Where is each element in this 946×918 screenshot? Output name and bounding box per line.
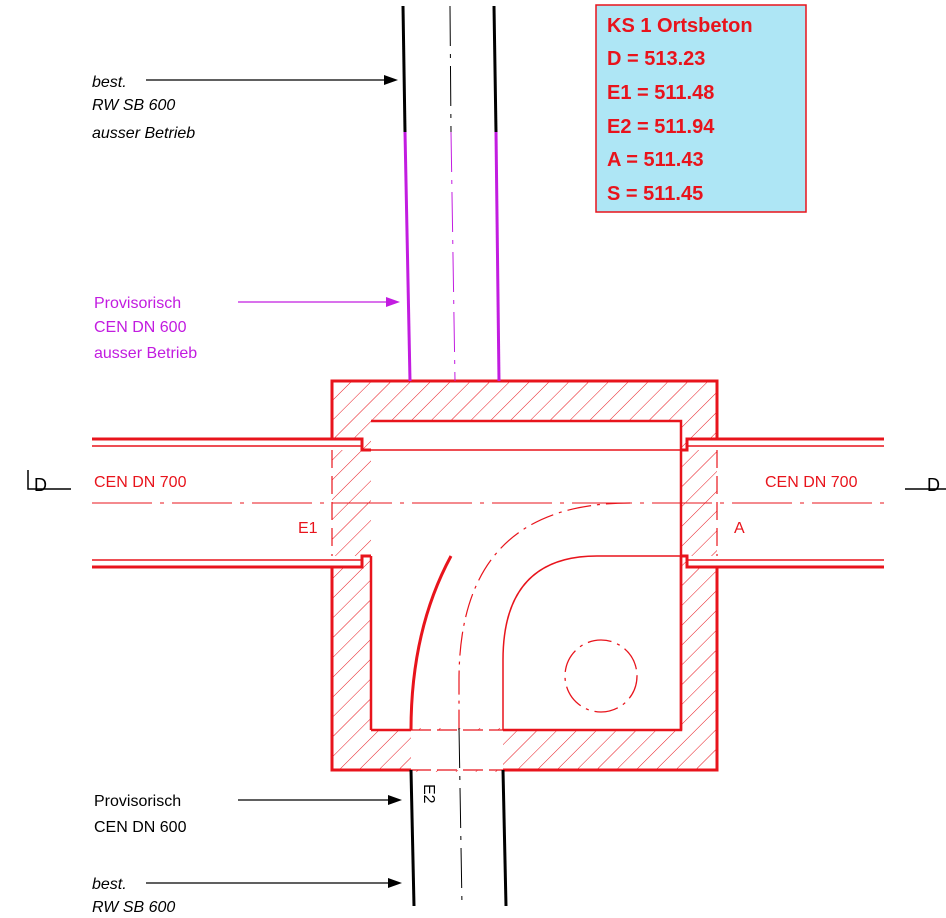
label-top-existing-3: ausser Betrieb: [92, 125, 195, 142]
label-provisional-top-1: Provisorisch: [94, 295, 181, 312]
section-marker-left: [27, 470, 71, 490]
label-bottom-existing-2: RW SB 600: [92, 899, 175, 916]
leader-top-existing: [146, 75, 398, 85]
label-pipe-right: CEN DN 700: [765, 474, 858, 491]
info-line-d: D = 513.23: [607, 48, 705, 70]
label-section-right: D: [927, 475, 940, 495]
label-e2: E2: [420, 784, 437, 804]
manhole-inner-wall: [371, 419, 683, 732]
channel-bend-inner: [409, 555, 453, 731]
leader-provisional-bottom: [238, 795, 402, 805]
label-provisional-top-2: CEN DN 600: [94, 319, 187, 336]
pipe-top-provisional: [403, 131, 501, 382]
label-provisional-top-3: ausser Betrieb: [94, 345, 197, 362]
info-line-a: A = 511.43: [607, 149, 704, 171]
info-line-e1: E1 = 511.48: [607, 82, 714, 104]
channel-centerline-bend: [458, 502, 631, 730]
manhole-wall-hatch: [332, 381, 717, 772]
info-line-title: KS 1 Ortsbeton: [607, 15, 753, 37]
channel-bend-outer: [502, 555, 598, 730]
leader-bottom-existing: [146, 878, 402, 888]
pipe-top-existing: [401, 5, 498, 133]
manhole-outer-wall: [330, 379, 719, 772]
label-top-existing-2: RW SB 600: [92, 97, 175, 114]
label-top-existing-1: best.: [92, 74, 127, 91]
label-a: A: [734, 520, 745, 537]
shaft-circle: [564, 639, 638, 713]
label-provisional-bottom-1: Provisorisch: [94, 793, 181, 810]
pipe-bottom: [409, 727, 508, 907]
info-line-s: S = 511.45: [607, 183, 703, 205]
info-line-e2: E2 = 511.94: [607, 116, 715, 138]
pipe-left-dn700: [92, 437, 371, 569]
pipe-right-dn700: [681, 437, 884, 569]
info-box: [595, 4, 807, 213]
label-section-left: D: [34, 475, 47, 495]
label-provisional-bottom-2: CEN DN 600: [94, 819, 187, 836]
label-e1: E1: [298, 520, 318, 537]
label-pipe-left: CEN DN 700: [94, 474, 187, 491]
leader-provisional-top: [238, 297, 400, 307]
label-bottom-existing-1: best.: [92, 876, 127, 893]
